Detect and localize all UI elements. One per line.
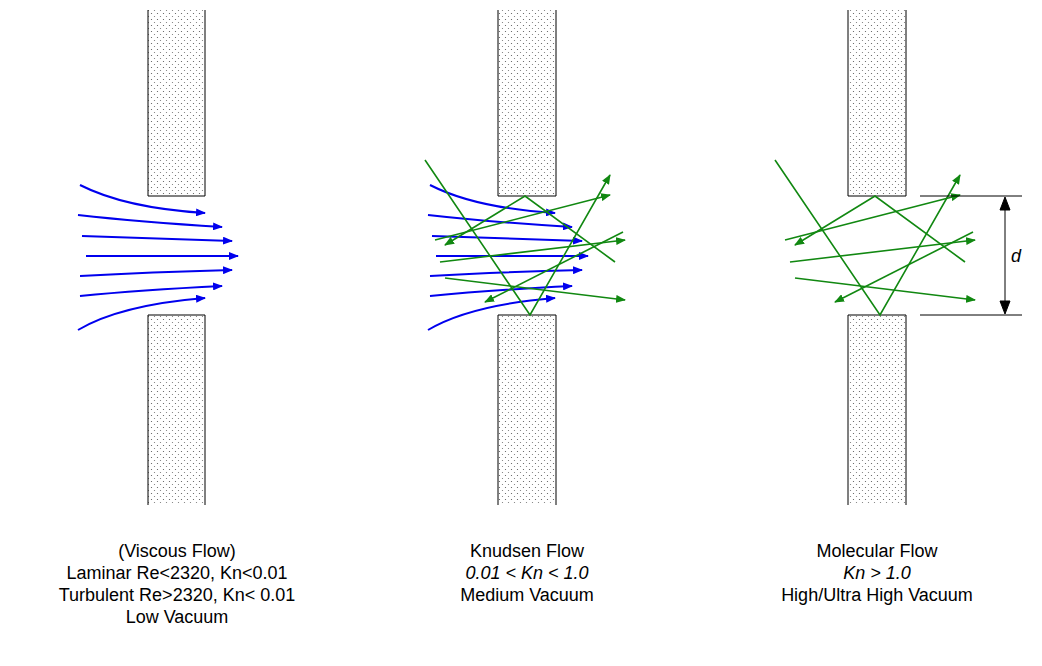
knudsen-range: Kn > 1.0 [843, 562, 911, 584]
flow-condition: Turbulent Re>2320, Kn< 0.01 [59, 584, 296, 606]
dimension-d [920, 196, 1022, 315]
flow-regime-title: Molecular Flow [816, 540, 937, 562]
wall-blocks [148, 10, 906, 505]
knudsen-range: 0.01 < Kn < 1.0 [465, 562, 588, 584]
vacuum-range: Medium Vacuum [460, 584, 594, 606]
vacuum-range: High/Ultra High Vacuum [781, 584, 973, 606]
vacuum-range: Low Vacuum [126, 606, 229, 628]
molecular-paths [425, 160, 975, 315]
flow-condition: Laminar Re<2320, Kn<0.01 [66, 562, 287, 584]
dimension-label: d [1009, 245, 1023, 267]
flow-regime-title: Knudsen Flow [470, 540, 584, 562]
viscous-streamlines [78, 185, 588, 330]
flow-regime-title: (Viscous Flow) [118, 540, 236, 562]
